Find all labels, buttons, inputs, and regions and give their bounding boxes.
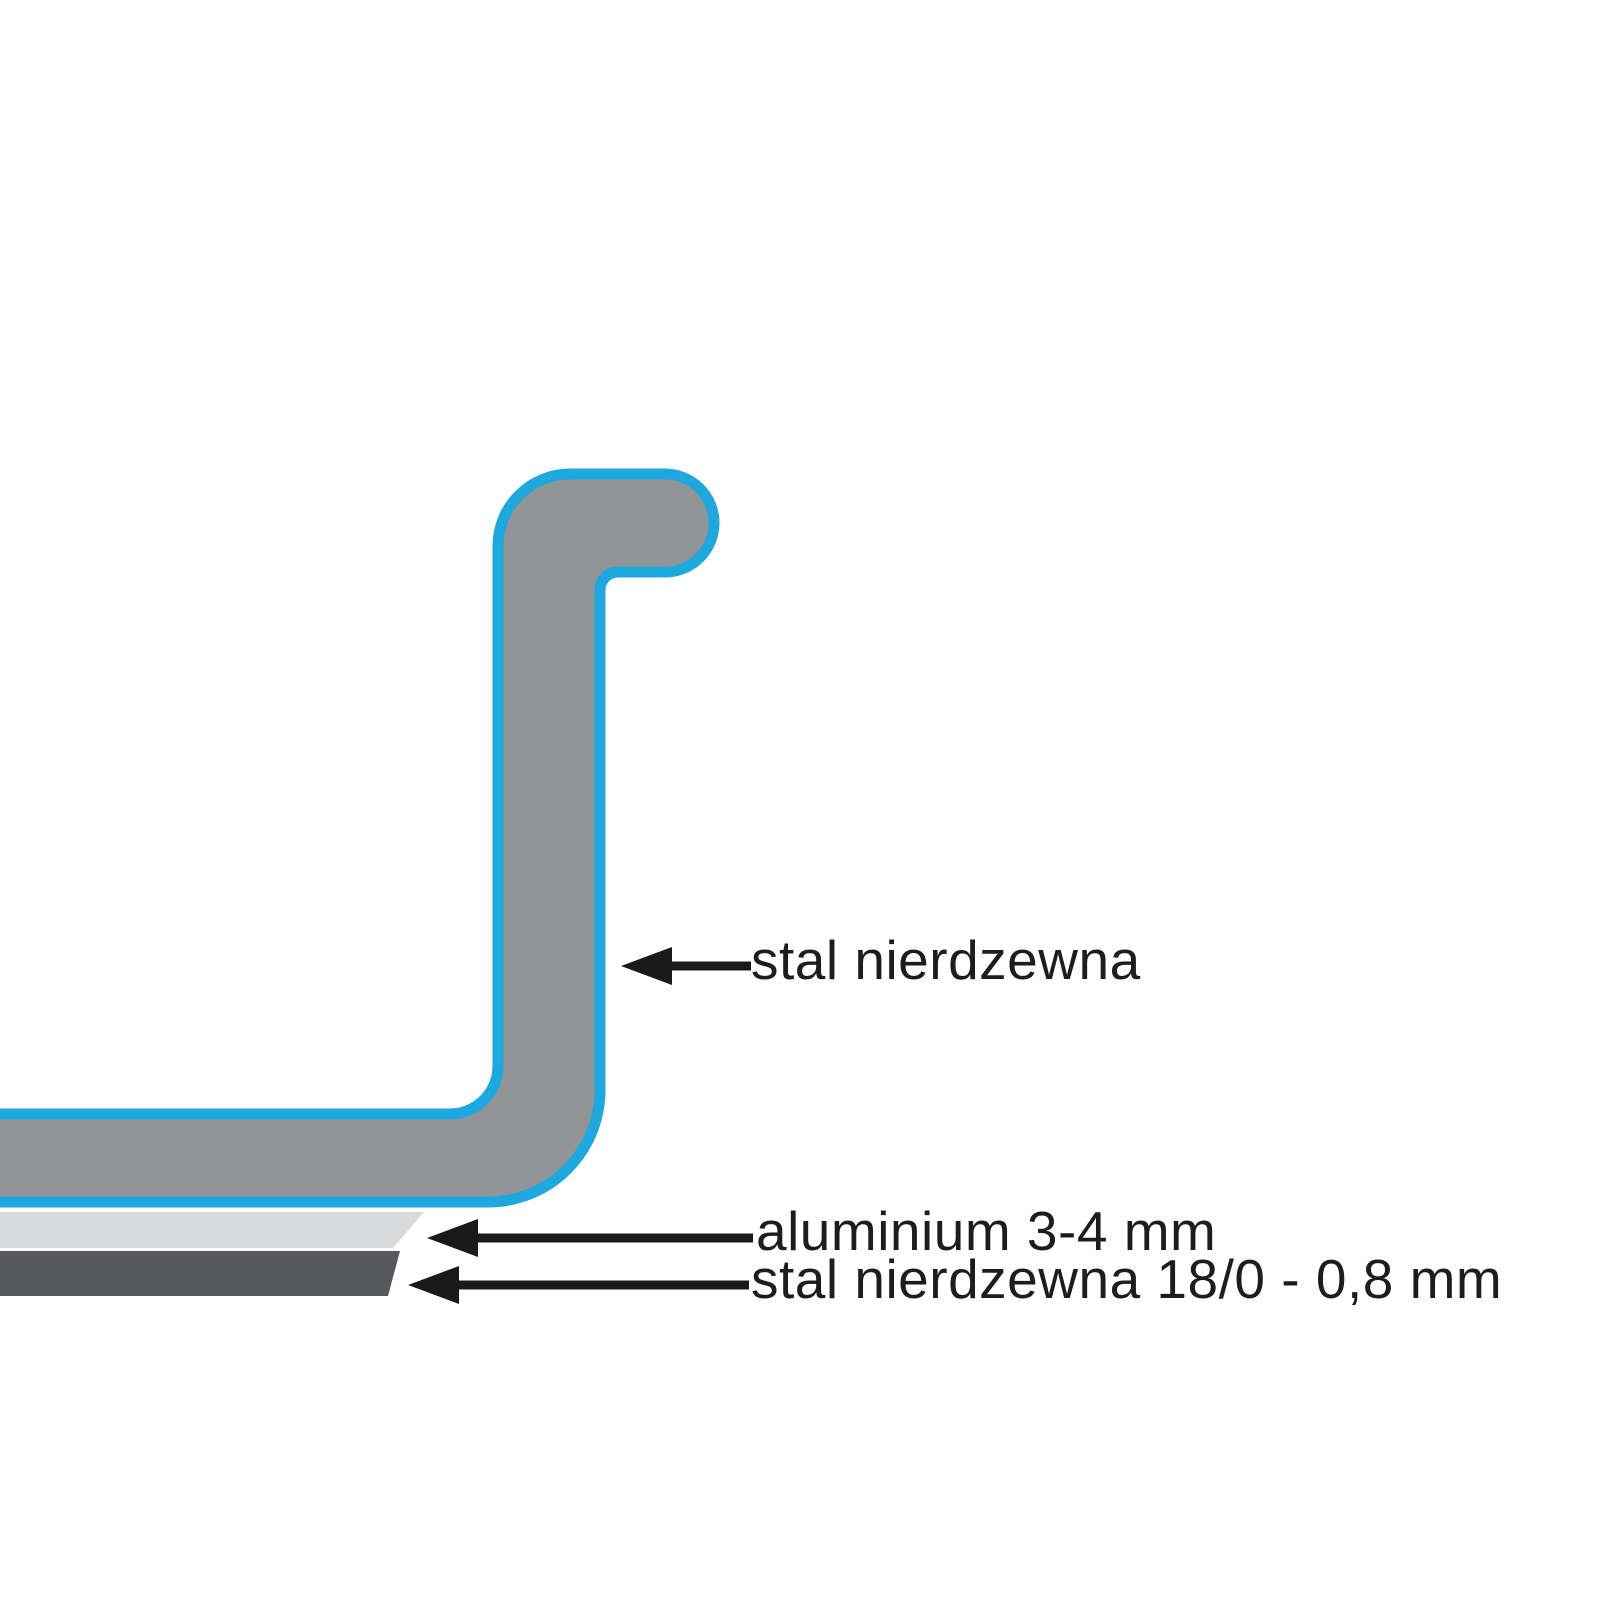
arrow-wall — [621, 947, 751, 985]
label-stal-nierdzewna-18-0: stal nierdzewna 18/0 - 0,8 mm — [751, 1248, 1503, 1310]
arrow-aluminium — [427, 1219, 753, 1257]
arrow-base-head-icon — [408, 1266, 459, 1304]
steel-base-layer — [0, 1251, 400, 1296]
label-stal-nierdzewna: stal nierdzewna — [751, 929, 1141, 991]
pot-body-cross-section — [0, 468, 720, 1208]
aluminium-layer — [0, 1212, 424, 1248]
arrow-aluminium-head-icon — [427, 1219, 478, 1257]
arrow-wall-head-icon — [621, 947, 672, 985]
arrow-base — [408, 1266, 749, 1304]
label-aluminium-3-4-mm: aluminium 3-4 mm — [756, 1200, 1217, 1262]
